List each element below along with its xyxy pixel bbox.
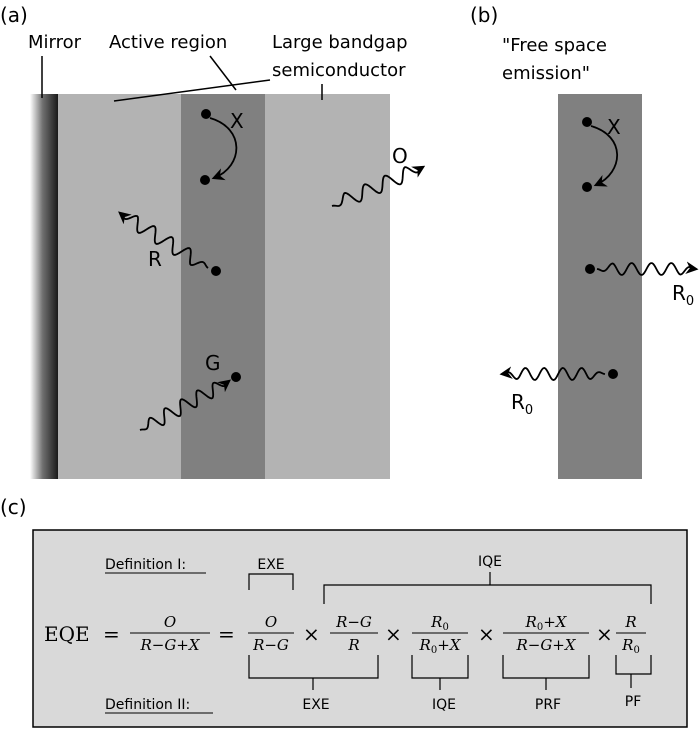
frac4-denominator: R0+X (419, 636, 462, 656)
active-leader-line-2 (113, 79, 271, 102)
frac5-denominator: R−G+X (515, 636, 576, 654)
b-x-label: X (607, 115, 621, 139)
b-dot-x-start (582, 117, 592, 127)
active-region (181, 94, 265, 479)
b-x-arrow (590, 125, 618, 187)
panel-c-label: (c) (0, 495, 27, 519)
frac1-numerator: O (164, 613, 176, 631)
b-r0-left-wave-arrow (499, 366, 606, 381)
panel-b: (b) "Free space emission" X R0 R0 (470, 3, 699, 479)
x-arrow (209, 117, 238, 181)
definition-1-label: Definition I: (105, 557, 186, 573)
o-wave-arrow (331, 165, 426, 207)
times-4: × (596, 622, 613, 646)
panel-a: (a) Mirror Active region Large bandgap s… (0, 3, 426, 479)
frac2-denominator: R−G (252, 636, 289, 654)
dot-r (211, 266, 221, 276)
frac3-numerator: R−G (335, 613, 372, 631)
definition-2-label: Definition II: (105, 697, 190, 713)
exe-top-bracket (248, 573, 294, 590)
dot-x-end (200, 175, 210, 185)
x-label: X (230, 109, 244, 133)
exe-top-label: EXE (257, 557, 284, 573)
equals-2: = (218, 622, 235, 646)
iqe-bottom-label: IQE (432, 697, 456, 713)
active-leader-line-1 (209, 55, 237, 91)
panel-b-title-1: "Free space (502, 35, 607, 56)
equals-1: = (103, 622, 120, 646)
panel-b-title-2: emission" (502, 63, 590, 84)
b-r0-right-label: R0 (672, 281, 694, 309)
large-bandgap-label-2: semiconductor (272, 60, 406, 81)
equation-box (32, 529, 688, 728)
b-r0-right-wave-arrow (596, 261, 699, 276)
iqe-top-bracket (323, 584, 652, 604)
b-dot-r0-right (585, 264, 595, 274)
exe-bottom-label: EXE (302, 697, 329, 713)
dot-x-start (201, 109, 211, 119)
panel-a-label: (a) (0, 3, 28, 27)
eqe-term: EQE (44, 622, 90, 646)
light-region-left (58, 94, 181, 479)
b-dot-x-end (582, 182, 592, 192)
pf-bottom-label: PF (625, 694, 642, 710)
g-label: G (205, 351, 221, 375)
frac3-denominator: R (347, 636, 359, 654)
iqe-top-label: IQE (478, 554, 502, 570)
panel-c: (c) Definition I: Definition II: EXE IQE… (0, 495, 688, 728)
panel-b-label: (b) (470, 3, 498, 27)
frac6-numerator: R (624, 613, 636, 631)
mirror-label: Mirror (28, 32, 82, 53)
frac6-denominator: R0 (621, 636, 640, 656)
frac4-numerator: R0 (430, 613, 449, 633)
b-r0-left-label: R0 (511, 390, 533, 418)
pf-bottom-bracket (615, 655, 652, 675)
large-bandgap-region (265, 94, 390, 479)
equation: EQE = O R−G+X = O R−G × R−G R × R0 R0+X … (44, 613, 646, 656)
r-wave-arrow (118, 211, 209, 269)
dot-g (231, 372, 241, 382)
times-1: × (303, 622, 320, 646)
g-wave-arrow (139, 379, 231, 431)
large-bandgap-label-1: Large bandgap (272, 32, 408, 53)
prf-bottom-label: PRF (535, 697, 561, 713)
active-region-label: Active region (109, 32, 227, 53)
o-label: O (392, 144, 408, 168)
mirror (30, 94, 58, 479)
r-label: R (148, 247, 162, 271)
free-space-active-region (558, 94, 642, 479)
times-3: × (478, 622, 495, 646)
times-2: × (385, 622, 402, 646)
frac2-numerator: O (265, 613, 277, 631)
frac1-denominator: R−G+X (139, 636, 200, 654)
frac5-numerator: R0+X (525, 613, 568, 633)
b-dot-r0-left (608, 369, 618, 379)
